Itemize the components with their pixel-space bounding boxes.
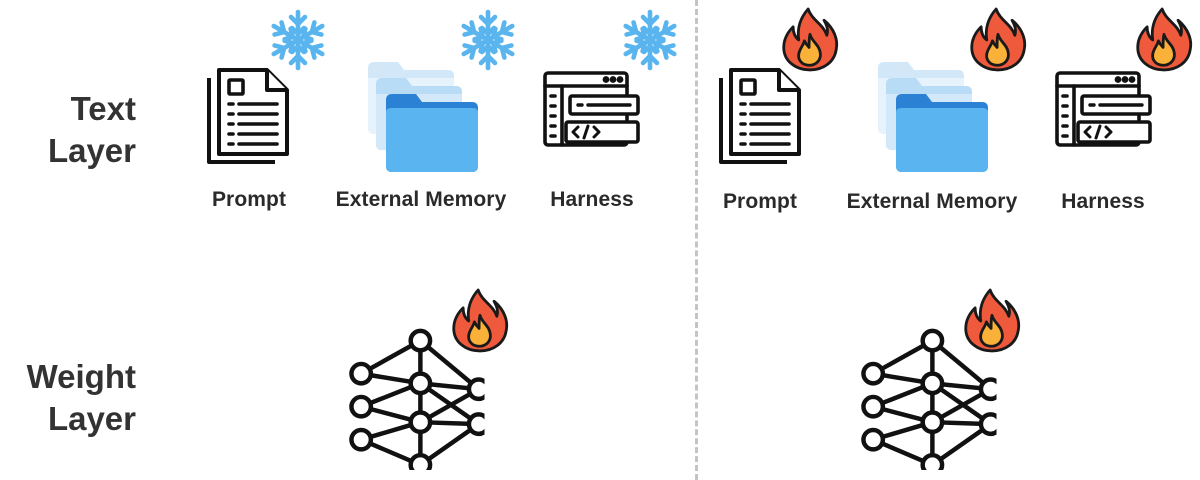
weight-layer-label-line1: Weight xyxy=(26,358,136,395)
external-memory-fire-icon xyxy=(968,6,1028,72)
external-memory-folder-icon xyxy=(874,56,994,176)
harness-snowflake-icon xyxy=(618,8,682,72)
panel-divider xyxy=(695,0,698,480)
harness-label: Harness xyxy=(1061,190,1145,213)
weight-layer-label-line2: Layer xyxy=(47,400,136,437)
external-memory-label: External Memory xyxy=(846,190,1018,213)
harness-code-window-icon xyxy=(1054,70,1154,160)
external-memory-snowflake-icon xyxy=(456,8,520,72)
harness-fire-icon xyxy=(1134,6,1194,72)
harness-code-window-icon xyxy=(542,70,642,160)
text-layer-label-line1: Text xyxy=(70,90,136,127)
text-layer-label-line2: Layer xyxy=(47,132,136,169)
harness-label: Harness xyxy=(550,188,634,211)
weight-fire-icon xyxy=(450,287,510,353)
weight-layer-label: Weight Layer xyxy=(0,356,136,440)
prompt-label: Prompt xyxy=(211,188,287,211)
external-memory-folder-icon xyxy=(364,56,484,176)
external-memory-label: External Memory xyxy=(335,188,507,211)
prompt-snowflake-icon xyxy=(266,8,330,72)
prompt-label: Prompt xyxy=(722,190,798,213)
prompt-document-icon xyxy=(205,66,295,166)
prompt-document-icon xyxy=(717,66,807,166)
prompt-fire-icon xyxy=(780,6,840,72)
weight-fire-icon xyxy=(962,287,1022,353)
text-layer-label: Text Layer xyxy=(0,88,136,172)
